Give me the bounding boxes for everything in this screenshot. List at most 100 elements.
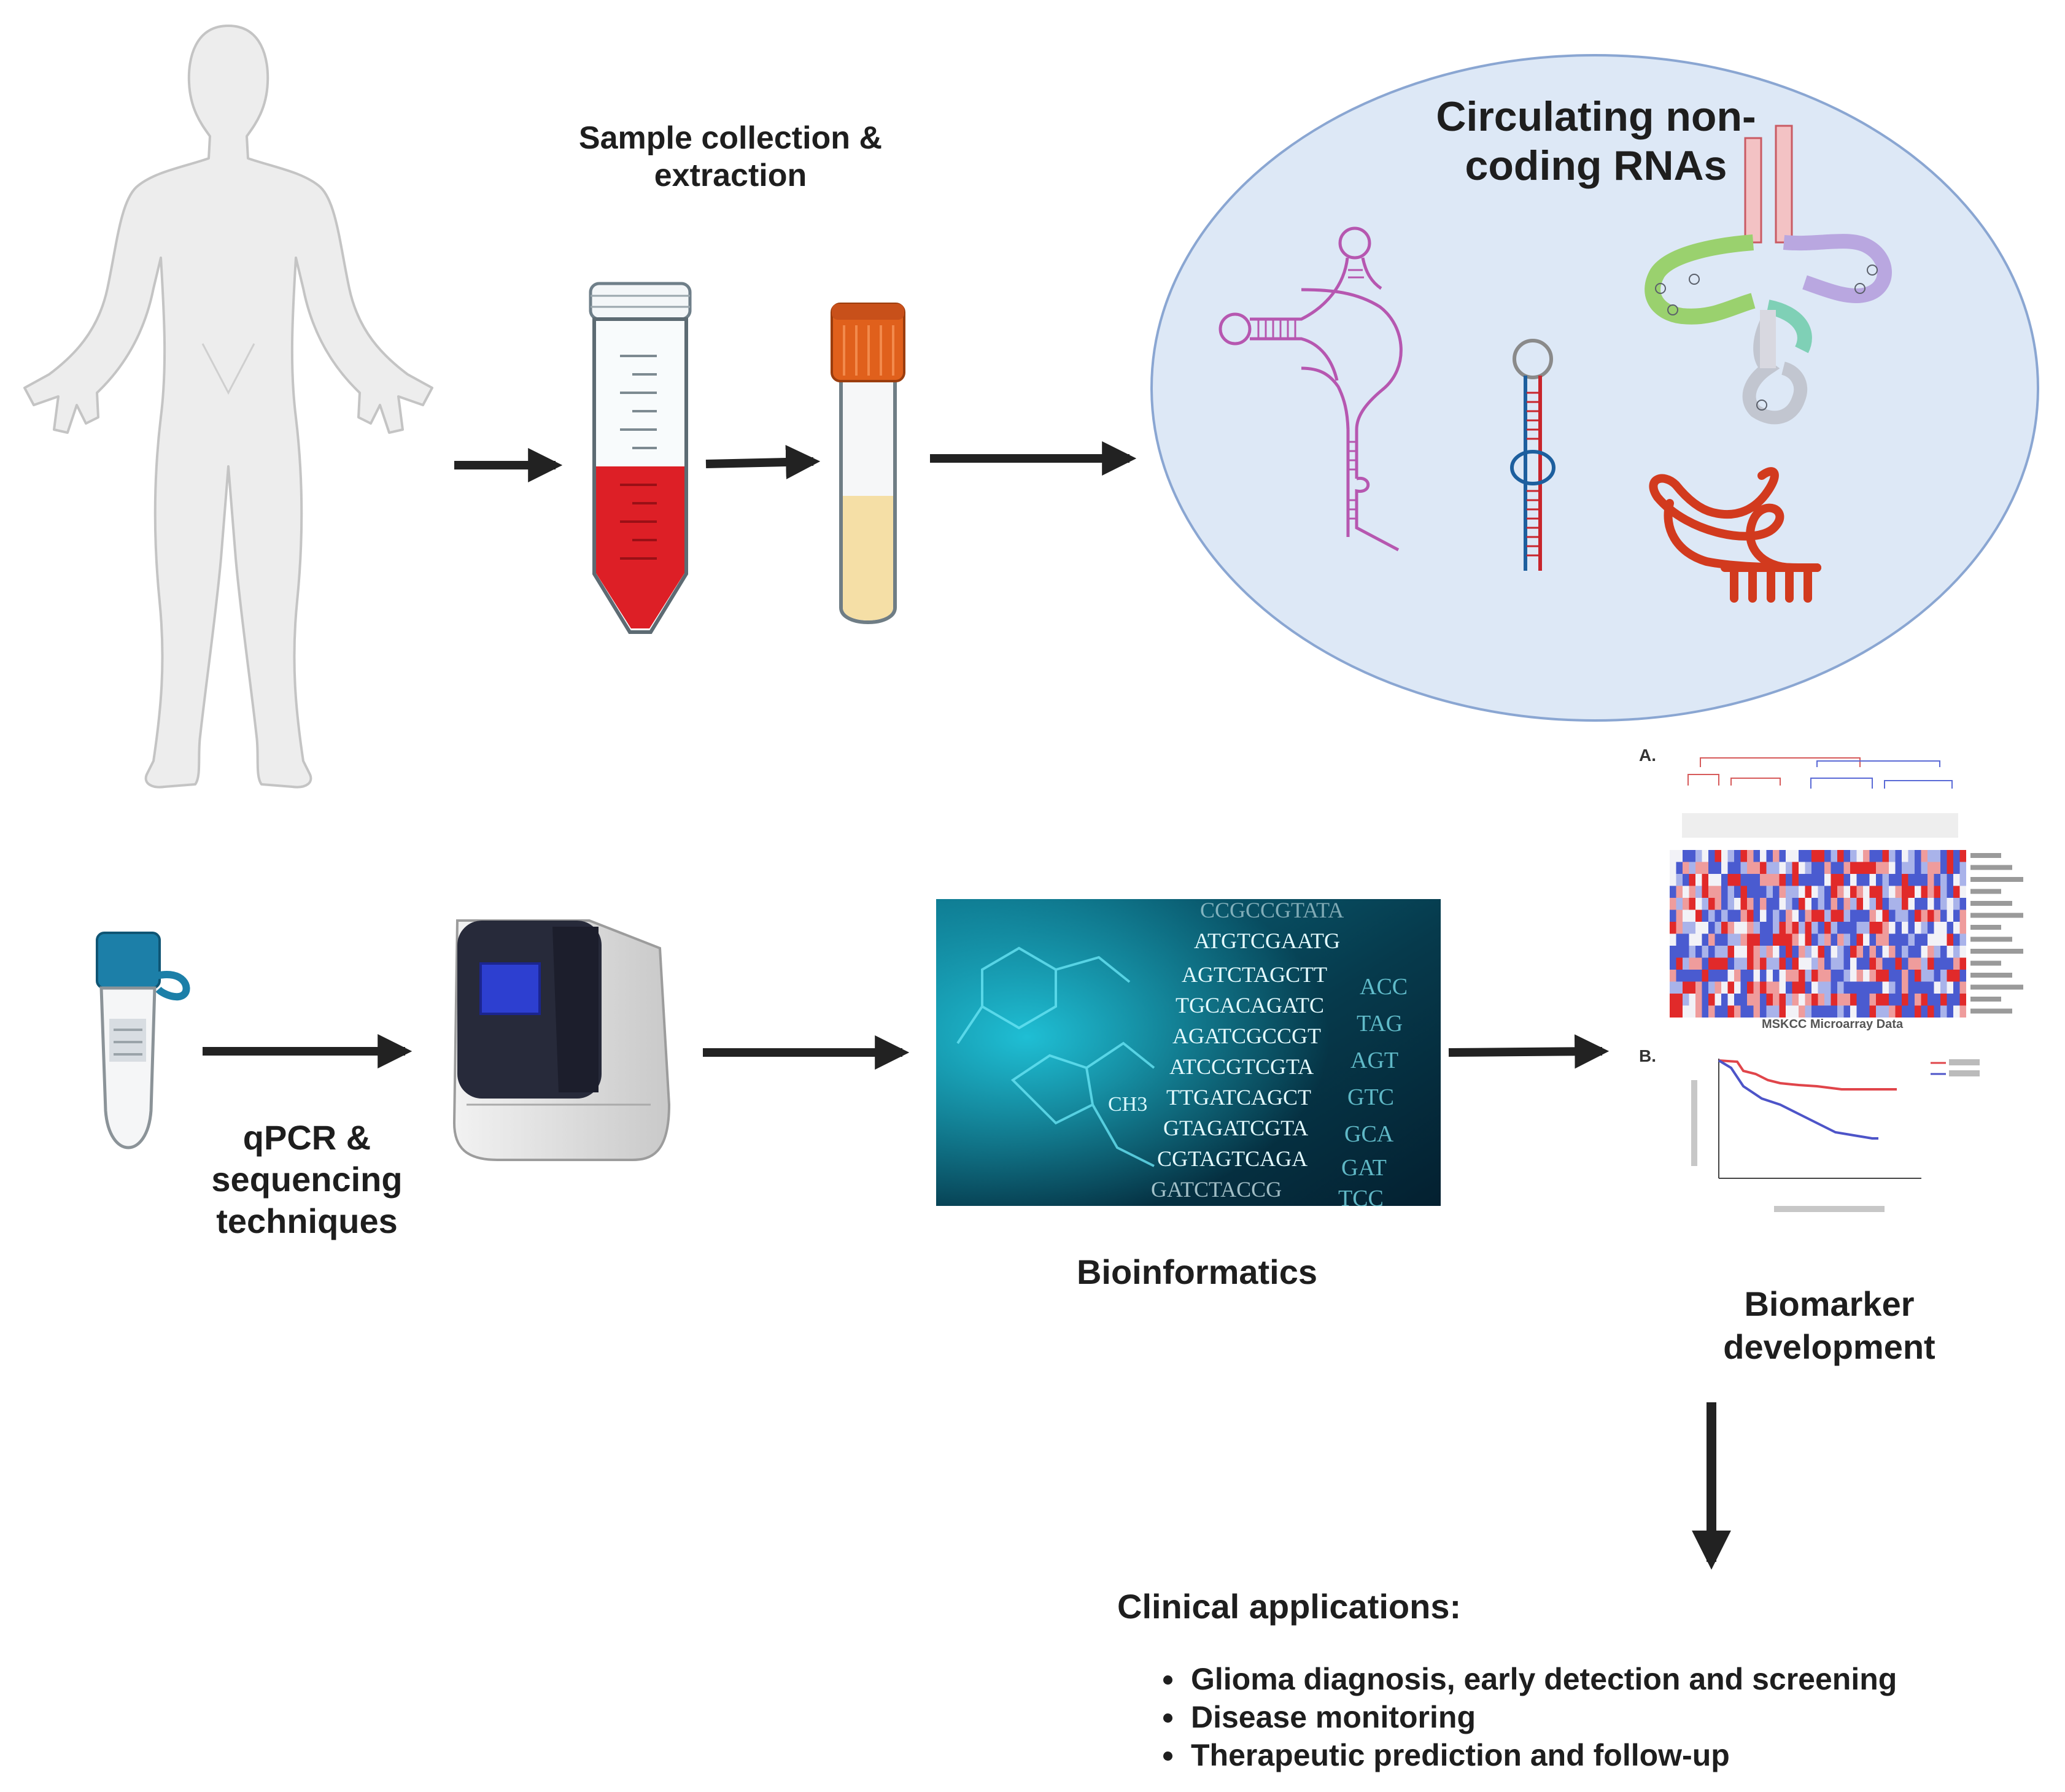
heatmap-cell [1740,874,1747,886]
heatmap-cell [1714,994,1721,1006]
heatmap-cell [1953,850,1960,862]
heatmap-cell [1766,957,1773,970]
heatmap-cell [1708,862,1715,874]
heatmap-cell [1953,910,1960,922]
dna-seq-5: ATCCGTCGTA [1169,1054,1314,1079]
heatmap-cell [1766,994,1773,1006]
heatmap-cell [1863,933,1870,946]
heatmap-cell [1818,970,1824,982]
dna-seq-0: CCGCCGTATA [1200,898,1344,922]
heatmap-cell [1721,1005,1728,1018]
heatmap-cell [1908,922,1915,934]
heatmap-cell [1959,910,1966,922]
heatmap-cell [1934,850,1940,862]
heatmap-cell [1824,970,1831,982]
heatmap-cell [1799,957,1805,970]
heatmap-cell [1953,933,1960,946]
heatmap-cell [1702,862,1708,874]
heatmap-cell [1740,862,1747,874]
heatmap-cell [1915,957,1921,970]
heatmap-cell [1856,957,1863,970]
heatmap-cell [1959,850,1966,862]
heatmap-cell [1695,910,1702,922]
heatmap-cell [1837,957,1844,970]
heatmap-cell [1714,1005,1721,1018]
gene-label-mark [1970,949,2023,954]
heatmap-cell [1683,910,1689,922]
heatmap-cell [1831,862,1837,874]
heatmap-cell [1760,898,1767,910]
heatmap-cell [1799,874,1805,886]
heatmap-cell [1882,850,1889,862]
heatmap-cell [1695,970,1702,982]
heatmap-cell [1889,886,1896,898]
heatmap-title: MSKCC Microarray Data [1762,1018,1904,1031]
heatmap-cell [1753,970,1760,982]
heatmap-cell [1831,922,1837,934]
heatmap-cell [1676,862,1683,874]
heatmap-cell [1902,910,1908,922]
heatmap-cell [1747,933,1754,946]
heatmap-cell [1856,922,1863,934]
heatmap-cell [1850,898,1857,910]
heatmap-cell [1908,981,1915,994]
heatmap-cell [1921,957,1927,970]
heatmap-cell [1714,874,1721,886]
list-item: Disease monitoring [1186,1698,1897,1736]
heatmap-cell [1869,946,1876,958]
heatmap-cell [1702,874,1708,886]
heatmap-cell [1747,898,1754,910]
heatmap-cell [1843,946,1850,958]
heatmap-cell [1799,850,1805,862]
heatmap-cell [1747,970,1754,982]
heatmap-cell [1824,1005,1831,1018]
heatmap-cell [1947,910,1953,922]
heatmap-cell [1895,886,1902,898]
heatmap-cell [1934,1005,1940,1018]
heatmap-cell [1927,922,1934,934]
heatmap-cell [1714,981,1721,994]
heatmap-cell [1837,922,1844,934]
heatmap-cell [1837,970,1844,982]
heatmap-cell [1792,886,1799,898]
heatmap-cell [1766,898,1773,910]
heatmap-cell [1747,981,1754,994]
heatmap-cell [1837,874,1844,886]
heatmap-cell [1727,957,1734,970]
heatmap-cell [1843,994,1850,1006]
heatmap-cell [1708,970,1715,982]
heatmap-cell [1727,981,1734,994]
eppendorf-tube-icon [96,932,190,1149]
heatmap-cell [1902,957,1908,970]
heatmap-cell [1947,886,1953,898]
heatmap-cell [1889,862,1896,874]
heatmap-cell [1927,898,1934,910]
heatmap-cell [1876,981,1883,994]
heatmap-cell [1818,1005,1824,1018]
heatmap-cell [1882,933,1889,946]
heatmap-cell [1734,946,1741,958]
heatmap-cell [1831,874,1837,886]
heatmap-cell [1934,946,1940,958]
heatmap-cell [1740,886,1747,898]
heatmap-cell [1792,957,1799,970]
heatmap-cell [1843,862,1850,874]
heatmap-cell [1792,970,1799,982]
heatmap-cell [1779,957,1786,970]
heatmap-cell [1889,874,1896,886]
heatmap-cell [1747,910,1754,922]
heatmap-cell [1695,994,1702,1006]
heatmap-cell [1773,994,1780,1006]
dna-seq-7: GTAGATCGTA [1163,1116,1308,1140]
heatmap-cell [1824,898,1831,910]
heatmap-cell [1882,957,1889,970]
heatmap-cell [1779,910,1786,922]
heatmap-cell [1740,970,1747,982]
heatmap-cell [1689,946,1695,958]
biomarker-label: Biomarker development [1723,1284,1935,1366]
heatmap-cell [1940,981,1947,994]
heatmap-cell [1863,862,1870,874]
heatmap-cell [1753,981,1760,994]
heatmap-cell [1869,862,1876,874]
heatmap-cell [1895,910,1902,922]
